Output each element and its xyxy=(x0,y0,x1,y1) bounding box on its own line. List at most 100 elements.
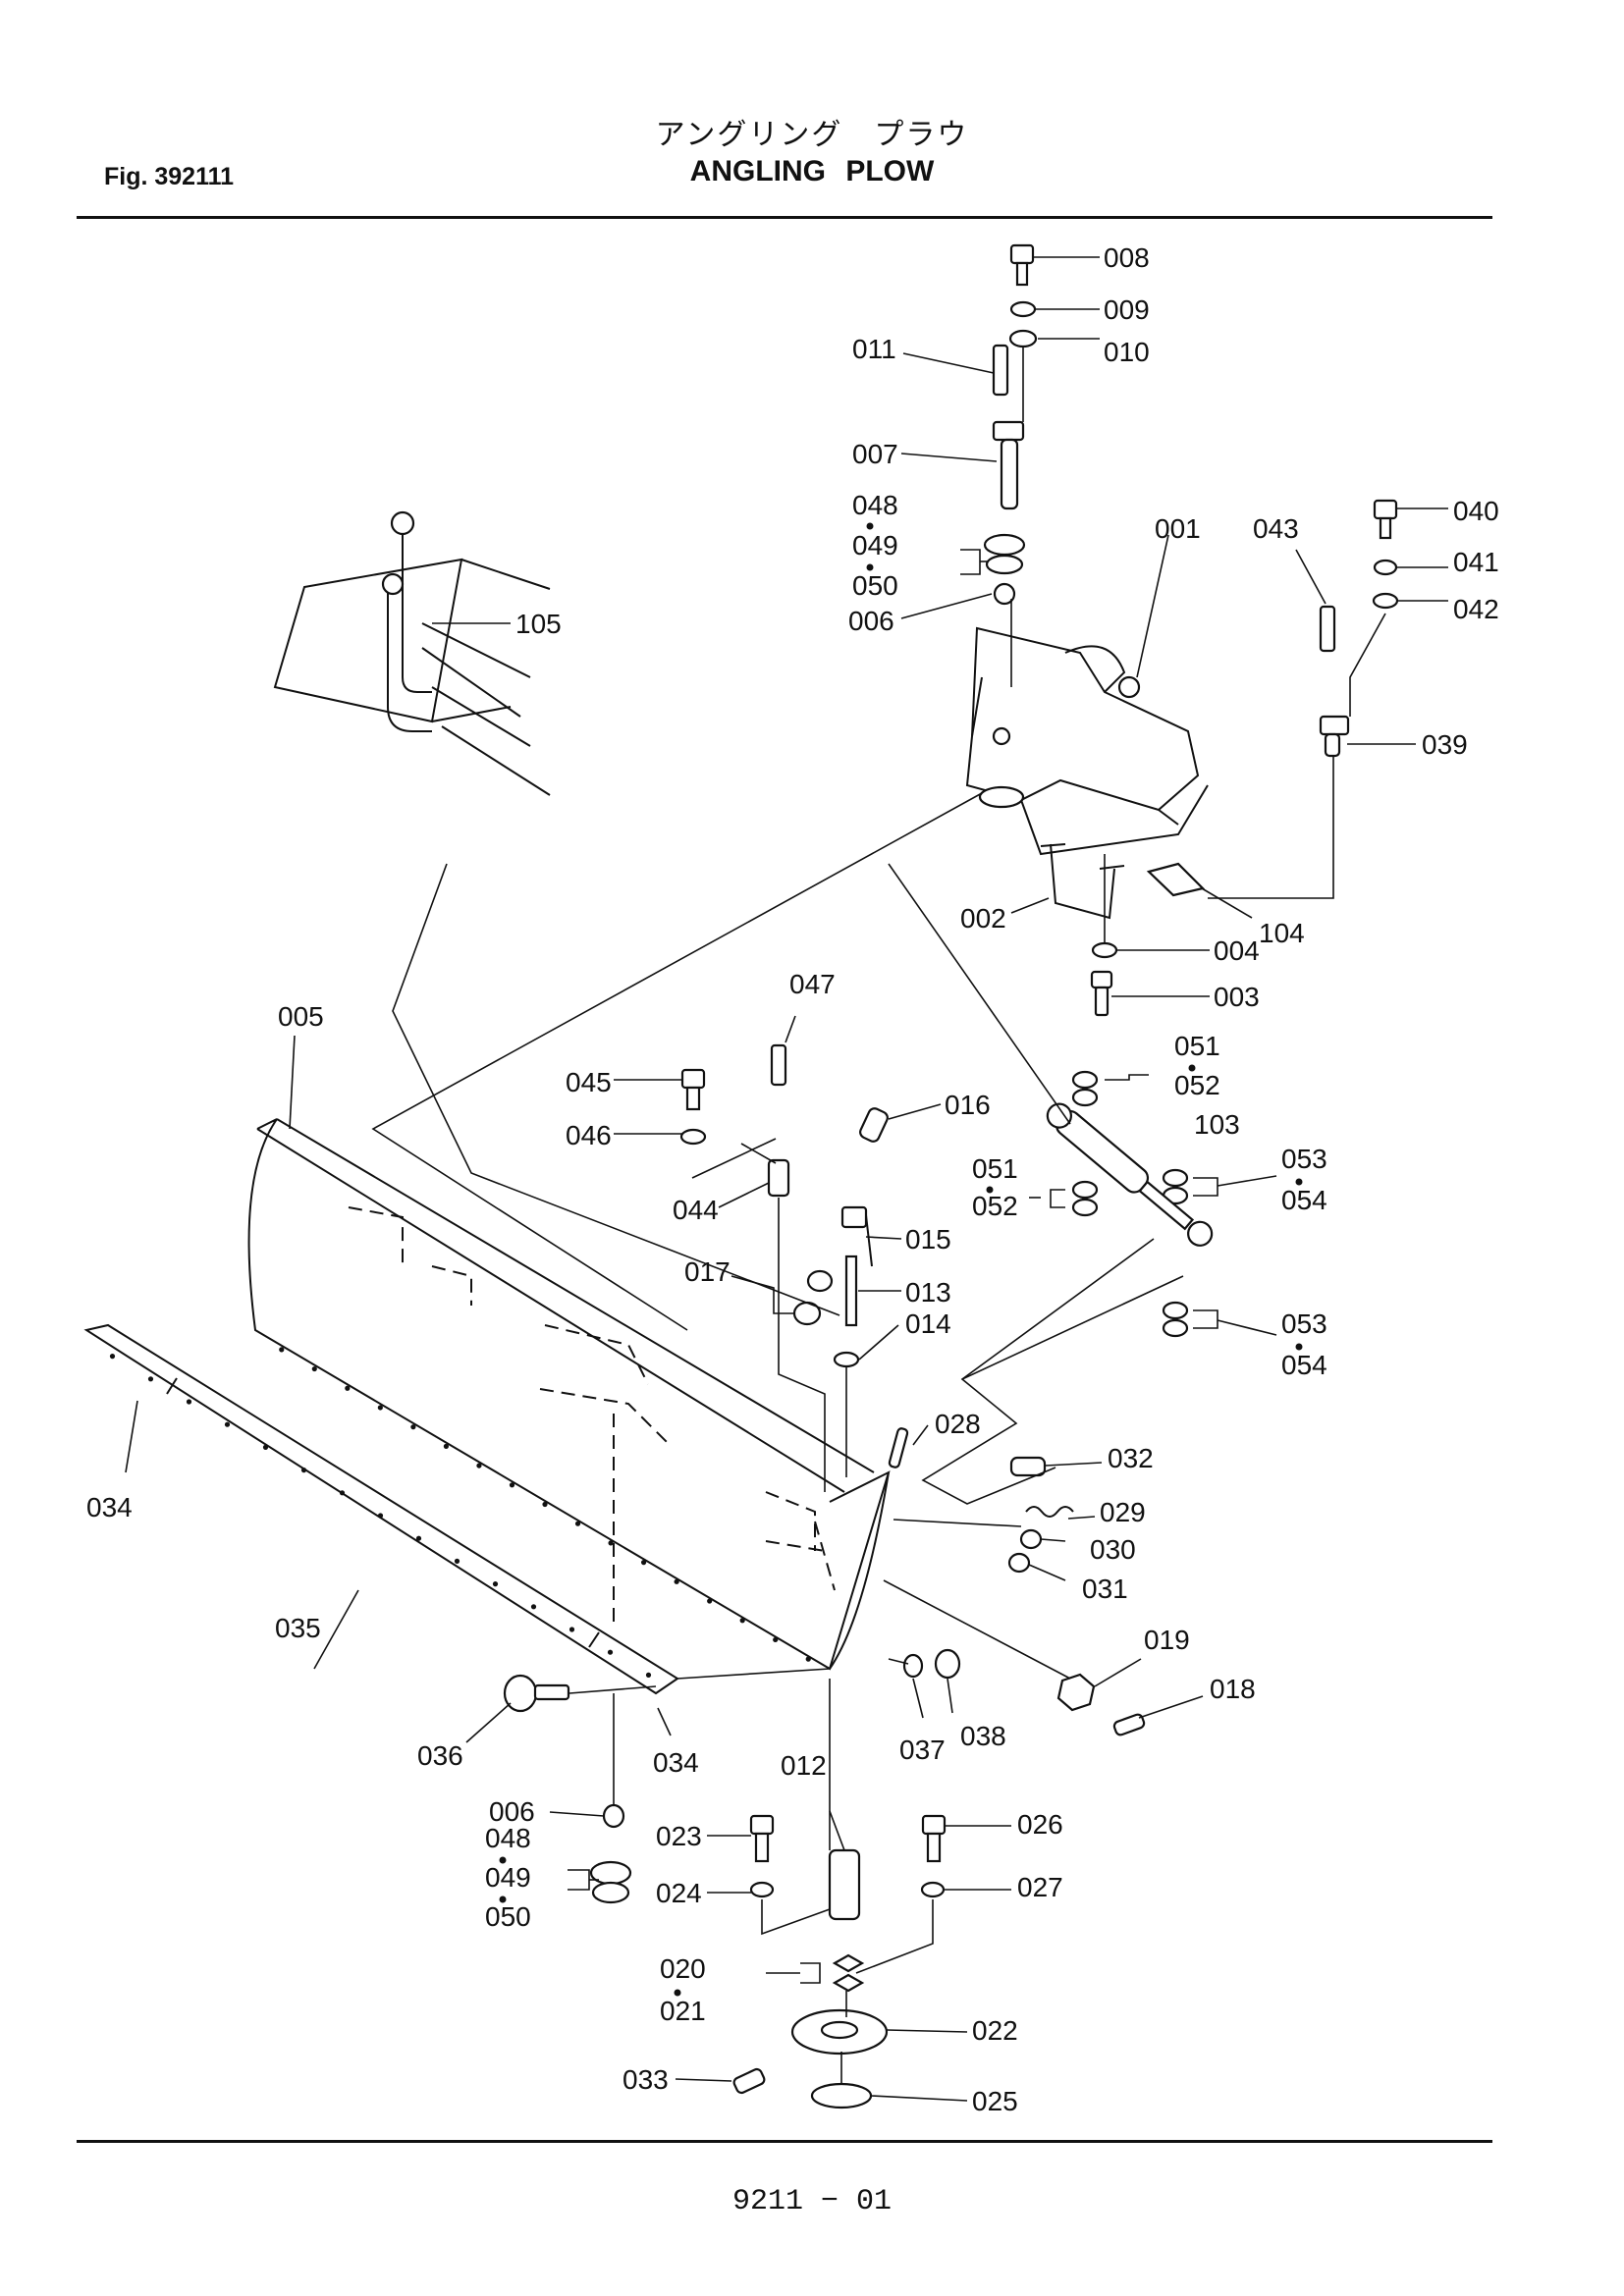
callout-010: 010 xyxy=(1104,337,1150,367)
callout-048-bottom: 048 xyxy=(485,1823,531,1853)
callout-031: 031 xyxy=(1082,1574,1128,1604)
callout-labels: 008 009 010 011 007 048 049 050 006 001 … xyxy=(86,242,1499,2116)
bolt-hole xyxy=(574,1521,581,1526)
bolt-hole xyxy=(568,1627,575,1632)
bolt-hole xyxy=(186,1399,192,1405)
callout-037: 037 xyxy=(899,1735,946,1765)
callout-052-lower: 052 xyxy=(972,1191,1018,1221)
callout-015: 015 xyxy=(905,1224,951,1255)
callout-044: 044 xyxy=(673,1195,719,1225)
callout-048-top: 048 xyxy=(852,490,898,520)
callout-049-bottom: 049 xyxy=(485,1862,531,1893)
callout-006-top: 006 xyxy=(848,606,894,636)
inset-lever-drawing xyxy=(273,510,551,796)
bolt-hole xyxy=(410,1424,416,1430)
callout-003: 003 xyxy=(1214,982,1260,1012)
bolt-hole xyxy=(640,1560,647,1566)
bolt-hole xyxy=(530,1604,537,1610)
callout-045: 045 xyxy=(566,1067,612,1097)
bolt-hole xyxy=(279,1347,285,1353)
leader-lines xyxy=(125,256,1448,2102)
bolt-hole xyxy=(805,1656,811,1662)
bolt-hole xyxy=(224,1421,231,1427)
callout-025: 025 xyxy=(972,2086,1018,2116)
callout-040: 040 xyxy=(1453,496,1499,526)
bolt-hole xyxy=(608,1540,614,1546)
bolt-holes xyxy=(109,1347,811,1678)
title-japanese: アングリング プラウ xyxy=(655,118,969,152)
bolt-hole xyxy=(415,1535,422,1541)
bolt-hole xyxy=(542,1501,548,1508)
callout-004: 004 xyxy=(1214,935,1260,966)
callout-043: 043 xyxy=(1253,513,1299,544)
callout-024: 024 xyxy=(656,1878,702,1908)
callout-035: 035 xyxy=(275,1613,321,1643)
pair-separator-dots xyxy=(499,522,1303,1997)
callout-041: 041 xyxy=(1453,547,1499,577)
bolt-hole xyxy=(147,1376,154,1382)
bolt-hole xyxy=(707,1598,713,1604)
callout-104: 104 xyxy=(1259,918,1305,948)
bolt-hole xyxy=(311,1365,317,1372)
callout-054-upper: 054 xyxy=(1281,1185,1327,1215)
bolt-hole xyxy=(262,1444,269,1450)
callout-038: 038 xyxy=(960,1721,1006,1751)
callout-027: 027 xyxy=(1017,1872,1063,1902)
callout-036: 036 xyxy=(417,1740,463,1771)
callout-001: 001 xyxy=(1155,513,1201,544)
callout-034-left: 034 xyxy=(86,1492,133,1522)
bolt-hole xyxy=(476,1463,482,1468)
callout-105: 105 xyxy=(515,609,562,639)
title-english: ANGLING PLOW xyxy=(689,155,935,187)
bolt-hole xyxy=(739,1618,745,1624)
page-code: 9211 − 01 xyxy=(731,2185,893,2218)
callout-023: 023 xyxy=(656,1821,702,1851)
callout-016: 016 xyxy=(945,1090,991,1120)
callout-019: 019 xyxy=(1144,1625,1190,1655)
callout-007: 007 xyxy=(852,439,898,469)
callout-034-right: 034 xyxy=(653,1747,699,1778)
callout-030: 030 xyxy=(1090,1534,1136,1565)
bolt-hole xyxy=(443,1443,450,1449)
bolt-hole xyxy=(300,1468,307,1473)
callout-009: 009 xyxy=(1104,294,1150,325)
callout-008: 008 xyxy=(1104,242,1150,273)
callout-028: 028 xyxy=(935,1409,981,1439)
callout-021: 021 xyxy=(660,1996,706,2026)
blade-drawing xyxy=(83,1118,891,1695)
callout-050-top: 050 xyxy=(852,570,898,601)
callout-018: 018 xyxy=(1210,1674,1256,1704)
bolt-hole xyxy=(345,1385,351,1391)
callout-002: 002 xyxy=(960,903,1006,934)
bolt-hole xyxy=(339,1490,346,1496)
callout-042: 042 xyxy=(1453,594,1499,624)
bolt-hole xyxy=(674,1578,679,1584)
callout-049-top: 049 xyxy=(852,530,898,561)
callout-054-lower: 054 xyxy=(1281,1350,1327,1380)
bolt-hole xyxy=(509,1482,515,1488)
header-rule xyxy=(77,216,1492,219)
callout-026: 026 xyxy=(1017,1809,1063,1840)
callout-033: 033 xyxy=(623,2064,669,2095)
callout-022: 022 xyxy=(972,2015,1018,2046)
callout-046: 046 xyxy=(566,1120,612,1150)
bolt-hole xyxy=(645,1672,652,1678)
callout-051-upper: 051 xyxy=(1174,1031,1220,1061)
figure-number: Fig. 392111 xyxy=(104,163,235,190)
callout-006-bottom: 006 xyxy=(489,1796,535,1827)
callout-013: 013 xyxy=(905,1277,951,1308)
bolt-hole xyxy=(607,1649,614,1655)
callout-017: 017 xyxy=(684,1256,731,1287)
main-frame-drawing xyxy=(965,626,1209,920)
bolt-hole xyxy=(109,1354,116,1360)
bolt-hole xyxy=(377,1405,383,1411)
callout-053-upper: 053 xyxy=(1281,1144,1327,1174)
bolt-hole xyxy=(377,1513,384,1519)
callout-032: 032 xyxy=(1108,1443,1154,1473)
bolt-hole xyxy=(773,1636,779,1643)
callout-029: 029 xyxy=(1100,1497,1146,1527)
callout-053-lower: 053 xyxy=(1281,1308,1327,1339)
callout-020: 020 xyxy=(660,1953,706,1984)
callout-039: 039 xyxy=(1422,729,1468,760)
